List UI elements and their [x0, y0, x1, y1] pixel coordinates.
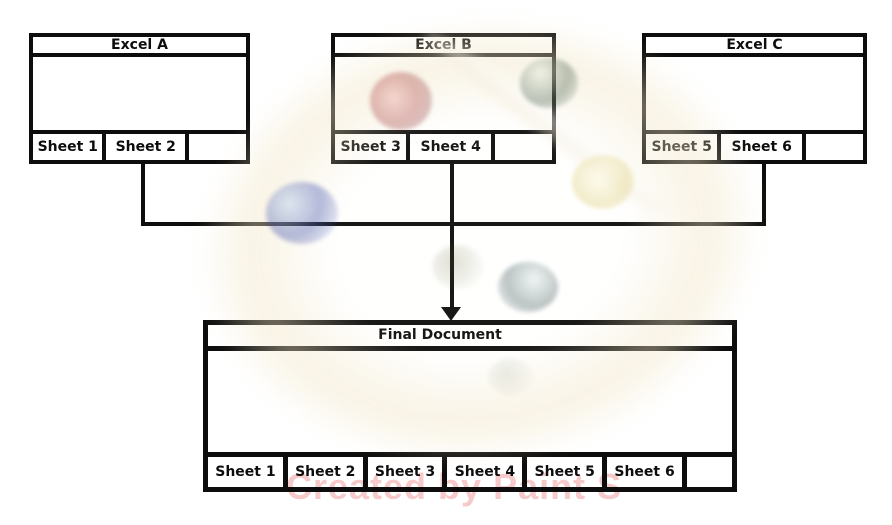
excel-b-window: Excel B Sheet 3 Sheet 4 [331, 33, 556, 164]
final-tab-empty [686, 457, 732, 487]
final-document-window: Final Document Sheet 1 Sheet 2 Sheet 3 S… [203, 320, 737, 492]
excel-a-tab-bar: Sheet 1 Sheet 2 [33, 130, 246, 160]
paint-dab-dark-teal-icon [498, 262, 558, 312]
final-tab-sheet-3: Sheet 3 [367, 457, 443, 487]
excel-b-tab-sheet-3: Sheet 3 [335, 134, 407, 160]
final-document-title: Final Document [208, 325, 732, 351]
excel-a-tab-empty [189, 134, 246, 160]
excel-b-tab-empty [495, 134, 552, 160]
excel-b-tab-sheet-4: Sheet 4 [410, 134, 491, 160]
excel-b-body [335, 57, 552, 130]
excel-c-window: Excel C Sheet 5 Sheet 6 [642, 33, 867, 164]
arrow-head-icon [441, 307, 461, 321]
connector-excel-c-stub [762, 160, 766, 226]
excel-c-tab-bar: Sheet 5 Sheet 6 [646, 130, 863, 160]
final-tab-sheet-1: Sheet 1 [208, 457, 283, 487]
excel-a-body [33, 57, 246, 130]
final-tab-sheet-2: Sheet 2 [287, 457, 363, 487]
excel-b-tab-bar: Sheet 3 Sheet 4 [335, 130, 552, 160]
excel-b-title: Excel B [335, 37, 552, 57]
paint-dab-yellow-icon [572, 155, 634, 209]
excel-a-tab-sheet-1: Sheet 1 [33, 134, 103, 160]
excel-c-body [646, 57, 863, 130]
final-document-body [208, 351, 732, 452]
connector-arrow-stem [450, 160, 454, 310]
excel-c-tab-sheet-5: Sheet 5 [646, 134, 718, 160]
excel-a-tab-sheet-2: Sheet 2 [106, 134, 185, 160]
excel-a-title: Excel A [33, 37, 246, 57]
final-tab-sheet-5: Sheet 5 [527, 457, 603, 487]
excel-c-tab-empty [806, 134, 863, 160]
excel-c-tab-sheet-6: Sheet 6 [721, 134, 802, 160]
paint-dab-olive-icon [432, 245, 484, 289]
final-tab-sheet-6: Sheet 6 [607, 457, 682, 487]
final-document-tab-bar: Sheet 1 Sheet 2 Sheet 3 Sheet 4 Sheet 5 … [208, 452, 732, 487]
connector-excel-a-stub [141, 160, 145, 226]
excel-a-window: Excel A Sheet 1 Sheet 2 [29, 33, 250, 164]
final-tab-sheet-4: Sheet 4 [447, 457, 523, 487]
excel-c-title: Excel C [646, 37, 863, 57]
paint-dab-blue-icon [266, 182, 338, 244]
